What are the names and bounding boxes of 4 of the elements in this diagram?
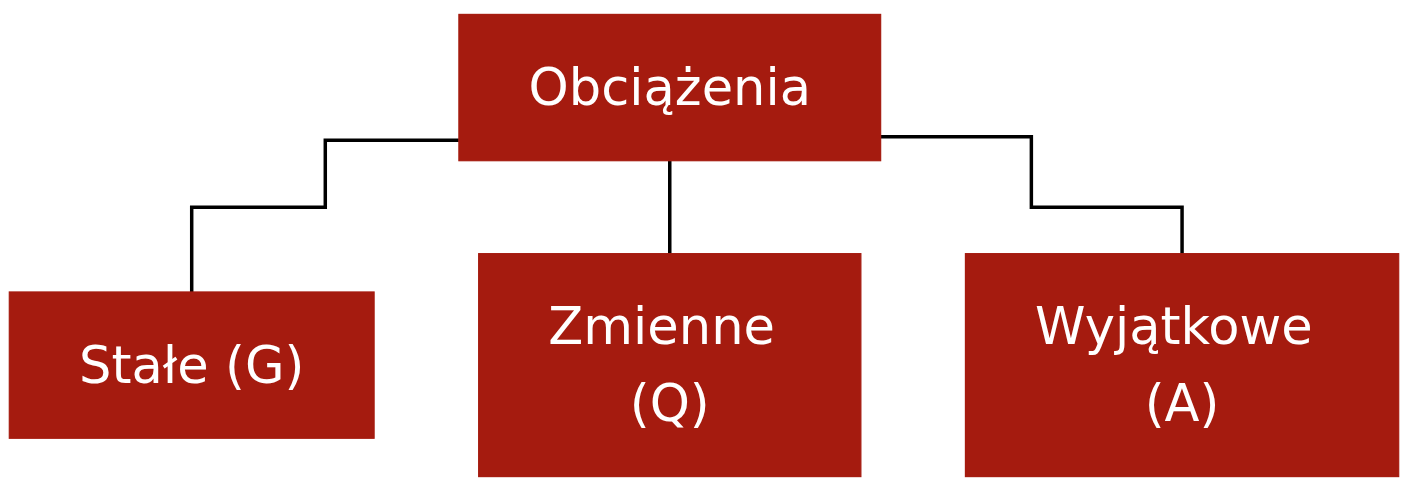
node-box: Obciążenia xyxy=(458,13,882,162)
node-box: Stałe (G) xyxy=(8,291,375,439)
node-box: Wyjątkowe (A) xyxy=(964,253,1400,478)
node-box: Zmienne (Q) xyxy=(478,253,862,478)
